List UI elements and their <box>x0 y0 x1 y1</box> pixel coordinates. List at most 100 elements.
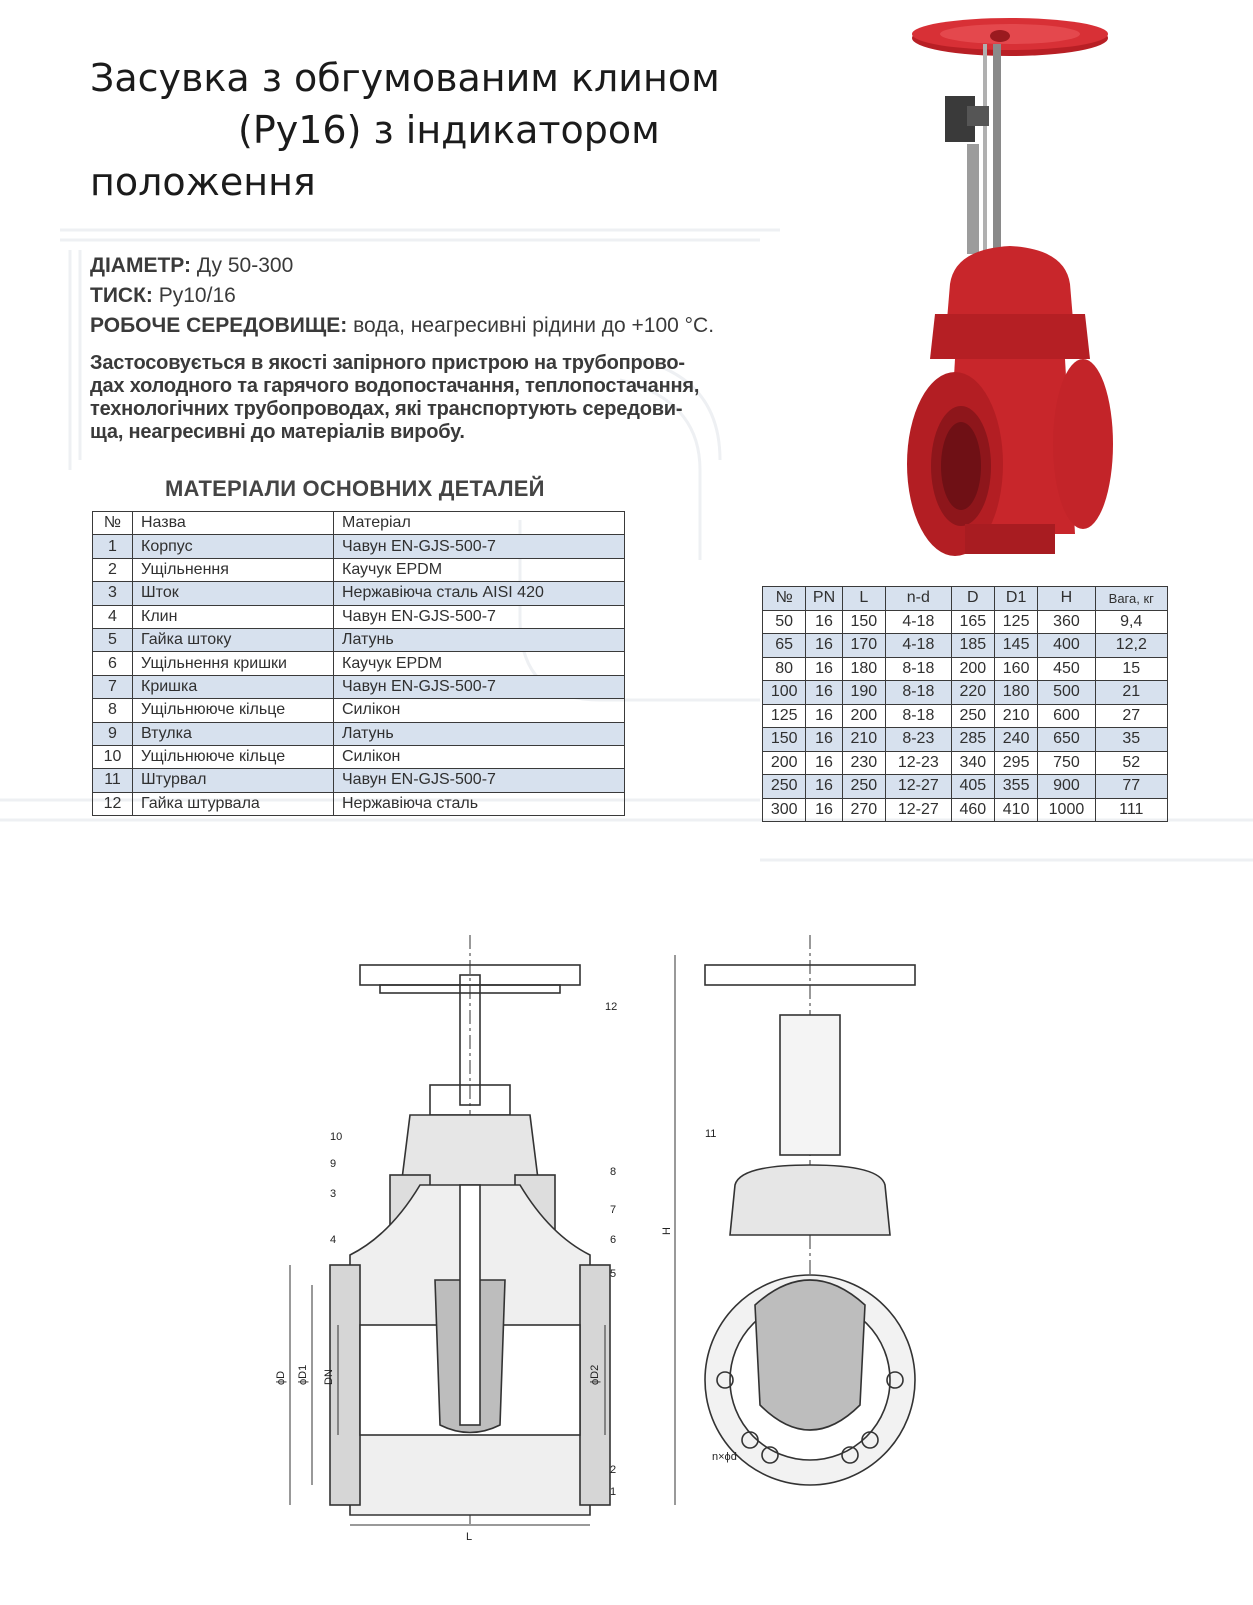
dimensions-cell: 210 <box>841 727 887 752</box>
title-line-1: Засувка з обгумованим клином <box>90 56 720 100</box>
materials-cell: Шток <box>132 581 334 606</box>
materials-cell: 6 <box>92 651 133 676</box>
dimensions-cell: 65 <box>761 633 807 658</box>
materials-cell: Чавун EN-GJS-500-7 <box>333 768 625 793</box>
flange-bore-inner <box>941 422 981 510</box>
spec-medium-value: вода, неагресивні рідини до +100 °С. <box>347 314 715 337</box>
dimensions-cell: 270 <box>841 797 887 822</box>
spec-pressure: ТИСК: Ру10/16 <box>90 284 750 308</box>
dimensions-cell: 410 <box>993 797 1039 822</box>
dimensions-cell: 750 <box>1037 750 1096 775</box>
dimensions-cell: 12-27 <box>885 797 952 822</box>
dimensions-header-cell: n-d <box>885 586 952 611</box>
materials-cell: Чавун EN-GJS-500-7 <box>333 674 625 700</box>
drawing-callout: 2 <box>610 1464 616 1476</box>
dimensions-cell: 9,4 <box>1094 609 1169 634</box>
stem-guide <box>983 44 987 264</box>
dimensions-cell: 111 <box>1094 797 1169 822</box>
materials-cell: 11 <box>92 768 133 793</box>
dimensions-cell: 900 <box>1037 774 1096 799</box>
drawing-callout: 3 <box>330 1188 336 1200</box>
dimensions-cell: 52 <box>1094 750 1169 775</box>
materials-cell: Кришка <box>132 674 334 700</box>
materials-cell: Нержавіюча сталь AISI 420 <box>333 581 625 606</box>
materials-cell: 5 <box>92 627 133 653</box>
dimensions-cell: 250 <box>950 703 995 728</box>
dimensions-cell: 650 <box>1037 727 1096 752</box>
side-view <box>704 935 916 1486</box>
materials-cell: Клин <box>132 604 334 629</box>
drawing-callout: 7 <box>610 1204 616 1216</box>
dimensions-cell: 295 <box>993 750 1039 775</box>
front-stem <box>459 974 481 1106</box>
dimensions-cell: 200 <box>950 656 995 681</box>
flange-right <box>1053 359 1113 529</box>
materials-cell: 12 <box>92 791 133 817</box>
dimensions-cell: 4-18 <box>885 609 952 634</box>
spec-medium-label: РОБОЧЕ СЕРЕДОВИЩЕ: <box>90 314 348 337</box>
spec-diameter: ДІАМЕТР: Ду 50-300 <box>90 254 750 278</box>
drawing-dimension-label: ϕD2 <box>589 1365 601 1385</box>
dimensions-cell: 4-18 <box>885 633 952 658</box>
drawing-callout: 8 <box>610 1166 616 1178</box>
materials-cell: Ущільнююче кільце <box>132 698 334 723</box>
dimensions-cell: 16 <box>805 609 843 634</box>
materials-cell: Каучук EPDM <box>333 557 625 583</box>
dimensions-cell: 100 <box>761 680 807 705</box>
dimensions-cell: 190 <box>841 680 887 705</box>
materials-cell: 3 <box>92 581 133 606</box>
dimensions-cell: 200 <box>841 703 887 728</box>
dimensions-cell: 180 <box>993 680 1039 705</box>
spec-diameter-label: ДІАМЕТР: <box>90 254 192 277</box>
dimensions-cell: 12-23 <box>885 750 952 775</box>
dimensions-cell: 16 <box>805 703 843 728</box>
drawing-callout: 10 <box>330 1131 342 1143</box>
front-view <box>289 935 676 1526</box>
dimensions-cell: 185 <box>950 633 995 658</box>
materials-cell: 2 <box>92 557 133 583</box>
dimensions-cell: 180 <box>841 656 887 681</box>
dimensions-cell: 285 <box>950 727 995 752</box>
dimensions-cell: 16 <box>805 774 843 799</box>
handwheel-spokes <box>940 24 1080 44</box>
description: Застосовується в якості запірного пристр… <box>90 352 730 444</box>
materials-cell: 4 <box>92 604 133 629</box>
materials-cell: 1 <box>92 534 133 559</box>
drawing-dimension-label: H <box>661 1227 673 1235</box>
dimensions-cell: 150 <box>761 727 807 752</box>
spec-pressure-value: Ру10/16 <box>152 284 236 307</box>
title-line-2: (Ру16) з індикатором <box>238 108 660 152</box>
spec-diameter-value: Ду 50-300 <box>191 254 294 277</box>
side-handwheel <box>704 964 916 986</box>
dimensions-cell: 1000 <box>1037 797 1096 822</box>
drawing-callout: 6 <box>610 1234 616 1246</box>
handwheel-hub <box>990 30 1010 42</box>
materials-cell: 7 <box>92 674 133 700</box>
materials-cell: Гайка штоку <box>132 627 334 653</box>
bonnet-flange <box>930 314 1090 359</box>
dimensions-cell: 165 <box>950 609 995 634</box>
dimensions-cell: 16 <box>805 680 843 705</box>
dimensions-cell: 300 <box>761 797 807 822</box>
dimensions-cell: 145 <box>993 633 1039 658</box>
dimensions-header-cell: L <box>841 586 887 611</box>
drawing-callout: 4 <box>330 1234 336 1246</box>
materials-cell: Штурвал <box>132 768 334 793</box>
dimensions-cell: 16 <box>805 656 843 681</box>
materials-header-cell: Матеріал <box>333 510 625 536</box>
front-flange-left <box>329 1264 361 1506</box>
dimensions-cell: 450 <box>1037 656 1096 681</box>
dimensions-cell: 21 <box>1094 680 1169 705</box>
